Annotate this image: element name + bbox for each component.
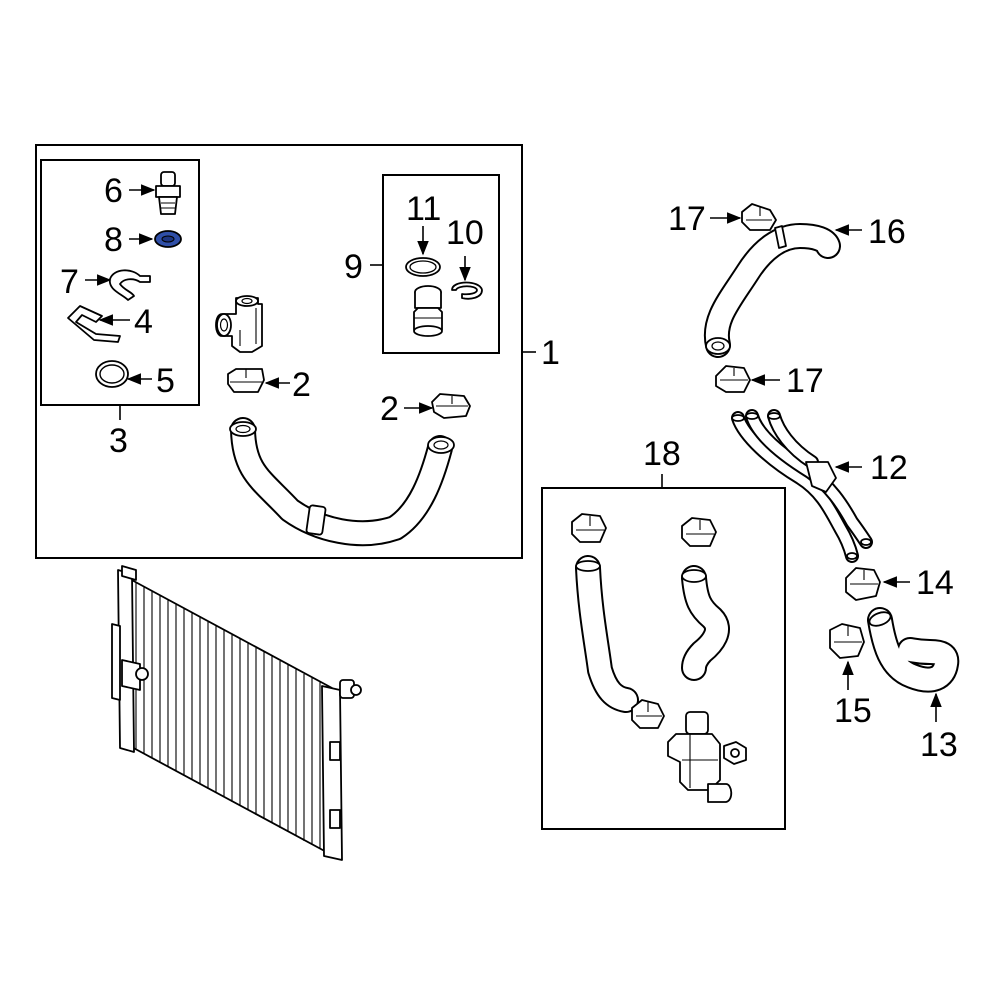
callout-8: 8 <box>104 221 123 259</box>
hose-clamp-kit-18-c[interactable] <box>631 699 665 729</box>
hose-clamp-part-2-left[interactable] <box>227 368 265 393</box>
hose-clamp-part-17-top[interactable] <box>741 203 777 231</box>
coolant-hose-part-13[interactable] <box>867 607 960 693</box>
callout-11: 11 <box>406 190 441 228</box>
callout-14: 14 <box>916 564 954 602</box>
hose-kit-18-short[interactable] <box>681 565 730 681</box>
hose-clamp-kit-18-a[interactable] <box>571 513 607 543</box>
seal-ring-part-5[interactable] <box>95 360 129 388</box>
callout-1: 1 <box>541 334 560 372</box>
retaining-clip-part-4[interactable] <box>67 305 121 343</box>
callout-16: 16 <box>868 213 906 251</box>
hose-clamp-part-15[interactable] <box>829 623 865 659</box>
connector-fitting-part-9[interactable] <box>413 285 443 337</box>
seal-ring-part-11[interactable] <box>405 257 441 277</box>
callout-3: 3 <box>109 422 128 460</box>
t-connector-fitting[interactable] <box>215 295 263 353</box>
callout-2a: 2 <box>292 366 311 404</box>
callout-17b: 17 <box>786 362 824 400</box>
upper-hose-part-16[interactable] <box>703 223 841 358</box>
o-ring-part-8[interactable] <box>154 230 182 248</box>
callout-6: 6 <box>104 172 123 210</box>
callout-13: 13 <box>920 726 958 764</box>
hose-clamp-part-14[interactable] <box>845 567 881 601</box>
callout-4: 4 <box>134 303 153 341</box>
callout-7: 7 <box>60 263 79 301</box>
kit-box-9 <box>382 174 500 354</box>
callout-2b: 2 <box>380 390 399 428</box>
temperature-sensor-part-6[interactable] <box>155 171 181 215</box>
hose-clamp-part-17-bottom[interactable] <box>715 365 751 393</box>
hose-clamp-part-2-right[interactable] <box>431 393 471 419</box>
callout-10: 10 <box>446 214 484 252</box>
coolant-hose-lower[interactable] <box>229 417 455 547</box>
coolant-pipe-part-12[interactable] <box>731 409 873 563</box>
hose-clamp-kit-18-b[interactable] <box>681 517 717 547</box>
retaining-clip-part-10[interactable] <box>451 281 483 300</box>
callout-5: 5 <box>156 362 175 400</box>
kit-box-18 <box>541 487 786 830</box>
water-pump-kit-18[interactable] <box>667 711 733 803</box>
hose-kit-18-long[interactable] <box>575 555 639 713</box>
callout-17a: 17 <box>668 200 706 238</box>
callout-18: 18 <box>643 435 681 473</box>
clip-part-7[interactable] <box>109 269 151 301</box>
radiator[interactable] <box>111 565 362 861</box>
callout-15: 15 <box>834 692 872 730</box>
callout-9: 9 <box>344 248 363 286</box>
callout-12: 12 <box>870 449 908 487</box>
nut-kit-18[interactable] <box>723 741 747 765</box>
